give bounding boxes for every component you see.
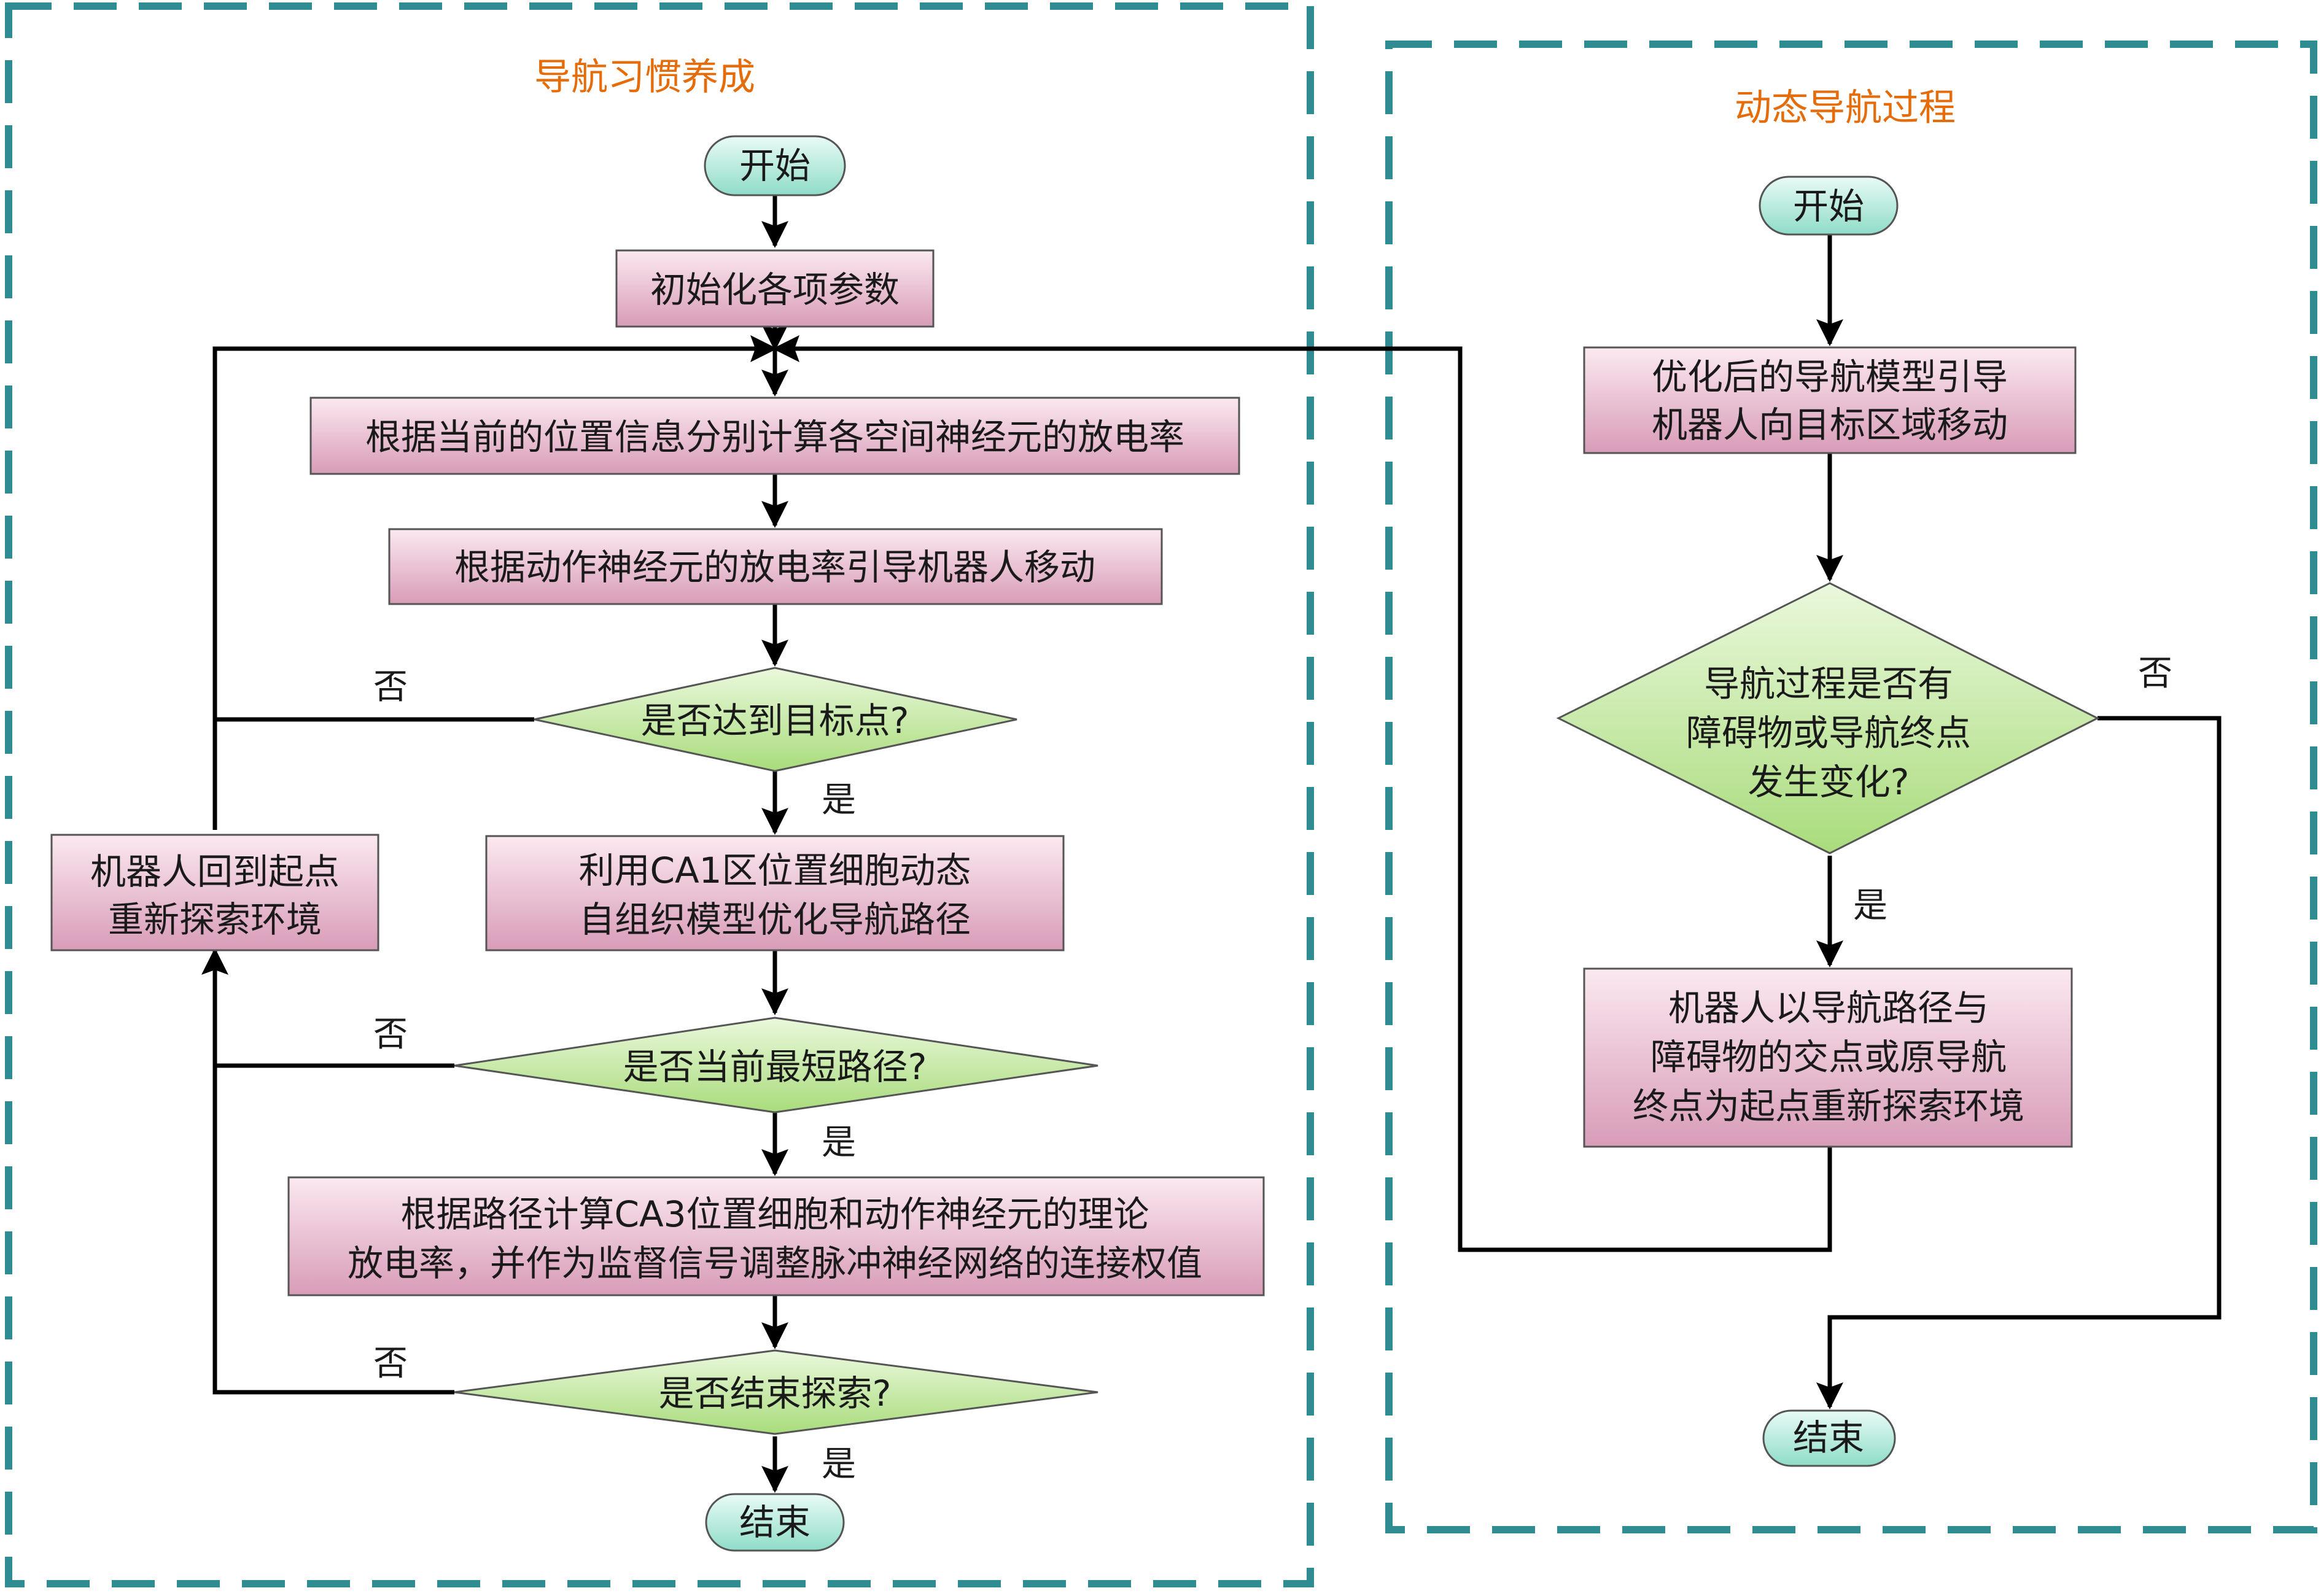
reexplore-process <box>1583 967 2073 1148</box>
guide-line-2: 机器人向目标区域移动 <box>1652 404 2008 446</box>
changed-line-1: 导航过程是否有 <box>1704 663 1953 705</box>
left-start-terminal <box>704 135 846 196</box>
right-end-label: 结束 <box>1793 1417 1864 1458</box>
optimize-process <box>485 835 1065 951</box>
calc-rate-label: 根据当前的位置信息分别计算各空间神经元的放电率 <box>365 416 1184 458</box>
changed-line-2: 障碍物或导航终点 <box>1686 712 1971 754</box>
end-explore-label: 是否结束探索? <box>659 1373 892 1414</box>
loop-shortest-no <box>201 948 454 1068</box>
shortest-yes: 是 <box>822 1123 856 1163</box>
left-end-terminal <box>705 1493 845 1552</box>
reach-goal-no: 否 <box>373 667 408 707</box>
left-panel-frame <box>5 2 1314 1587</box>
end-explore-yes: 是 <box>822 1444 856 1484</box>
shortest-no: 否 <box>373 1015 408 1055</box>
shortest-decision <box>454 1017 1098 1114</box>
shortest-label: 是否当前最短路径? <box>623 1046 927 1088</box>
calc-rate-process <box>309 397 1240 475</box>
restart-line-2: 重新探索环境 <box>108 899 322 940</box>
reexplore-line-1: 机器人以导航路径与 <box>1668 987 1989 1029</box>
right-start-terminal <box>1759 176 1899 236</box>
changed-no: 否 <box>2138 654 2172 694</box>
reexplore-line-2: 障碍物的交点或原导航 <box>1650 1036 2007 1078</box>
reach-goal-yes: 是 <box>822 780 856 820</box>
init-label: 初始化各项参数 <box>650 269 900 311</box>
right-start-label: 开始 <box>1793 185 1864 227</box>
loop-right-feedback <box>772 335 1832 1252</box>
right-panel-title: 动态导航过程 <box>1735 87 1956 130</box>
left-end-label: 结束 <box>739 1501 811 1543</box>
move-robot-process <box>388 528 1163 605</box>
restart-process <box>50 834 379 951</box>
left-connectors <box>201 195 1832 1493</box>
loop-restart-up <box>212 335 777 830</box>
right-connectors <box>1816 234 2222 1409</box>
left-start-label: 开始 <box>739 145 811 187</box>
theory-line-1: 根据路径计算CA3位置细胞和动作神经元的理论 <box>400 1193 1149 1235</box>
reach-goal-label: 是否达到目标点? <box>641 700 909 742</box>
end-explore-no: 否 <box>373 1344 408 1384</box>
restart-line-1: 机器人回到起点 <box>90 851 340 893</box>
move-robot-label: 根据动作神经元的放电率引导机器人移动 <box>454 546 1095 588</box>
right-panel-frame <box>1385 41 2317 1533</box>
reach-goal-decision <box>534 667 1017 772</box>
arrow-changed-no-end <box>1816 716 2222 1409</box>
guide-process <box>1583 346 2077 454</box>
init-process <box>615 249 935 328</box>
changed-line-3: 发生变化? <box>1748 761 1910 803</box>
end-explore-decision <box>454 1349 1098 1435</box>
right-end-terminal <box>1762 1409 1896 1467</box>
changed-decision <box>1556 582 2100 854</box>
optimize-line-1: 利用CA1区位置细胞动态 <box>578 850 971 891</box>
optimize-line-2: 自组织模型优化导航路径 <box>579 899 971 940</box>
changed-yes: 是 <box>1853 886 1888 926</box>
left-panel-title: 导航习惯养成 <box>534 56 755 99</box>
reexplore-line-3: 终点为起点重新探索环境 <box>1633 1085 2024 1127</box>
theory-process <box>287 1176 1265 1296</box>
loop-endexplore-no <box>212 1066 454 1395</box>
guide-line-1: 优化后的导航模型引导 <box>1652 356 2008 398</box>
theory-line-2: 放电率，并作为监督信号调整脉冲神经网络的连接权值 <box>348 1242 1202 1284</box>
